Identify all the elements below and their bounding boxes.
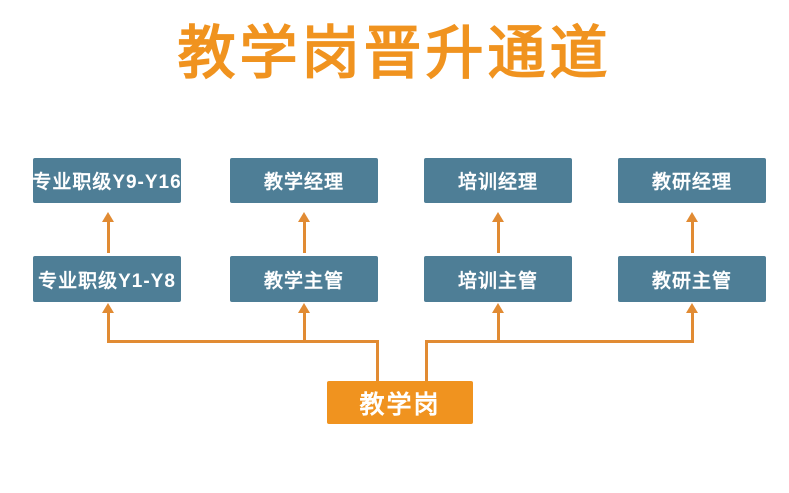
connector-rail-right xyxy=(424,340,694,343)
up-arrowhead-icon xyxy=(102,212,114,222)
node-professional-rank-y1-y8: 专业职级Y1-Y8 xyxy=(33,256,181,302)
node-research-supervisor: 教研主管 xyxy=(618,256,766,302)
connector-line xyxy=(496,312,500,340)
connector-line xyxy=(496,221,500,253)
up-arrowhead-icon xyxy=(298,212,310,222)
connector-line xyxy=(302,312,306,340)
node-teaching-supervisor: 教学主管 xyxy=(230,256,378,302)
up-arrowhead-icon xyxy=(492,212,504,222)
up-arrowhead-icon xyxy=(298,303,310,313)
up-arrowhead-icon xyxy=(492,303,504,313)
up-arrowhead-icon xyxy=(686,212,698,222)
connector-line xyxy=(302,221,306,253)
connector-drop-left xyxy=(375,340,379,381)
connector-rail-left xyxy=(106,340,379,343)
node-training-supervisor: 培训主管 xyxy=(424,256,572,302)
connector-line xyxy=(106,221,110,253)
node-professional-rank-y9-y16: 专业职级Y9-Y16 xyxy=(32,158,181,203)
connector-drop-right xyxy=(424,340,428,381)
node-teaching-manager: 教学经理 xyxy=(230,158,378,203)
connector-line xyxy=(690,221,694,253)
up-arrowhead-icon xyxy=(102,303,114,313)
page-title: 教学岗晋升通道 xyxy=(177,21,612,86)
connector-line xyxy=(690,312,694,340)
node-research-manager: 教研经理 xyxy=(618,158,766,203)
node-teaching-post: 教学岗 xyxy=(327,381,473,424)
up-arrowhead-icon xyxy=(686,303,698,313)
node-training-manager: 培训经理 xyxy=(424,158,572,203)
connector-line xyxy=(106,312,110,340)
